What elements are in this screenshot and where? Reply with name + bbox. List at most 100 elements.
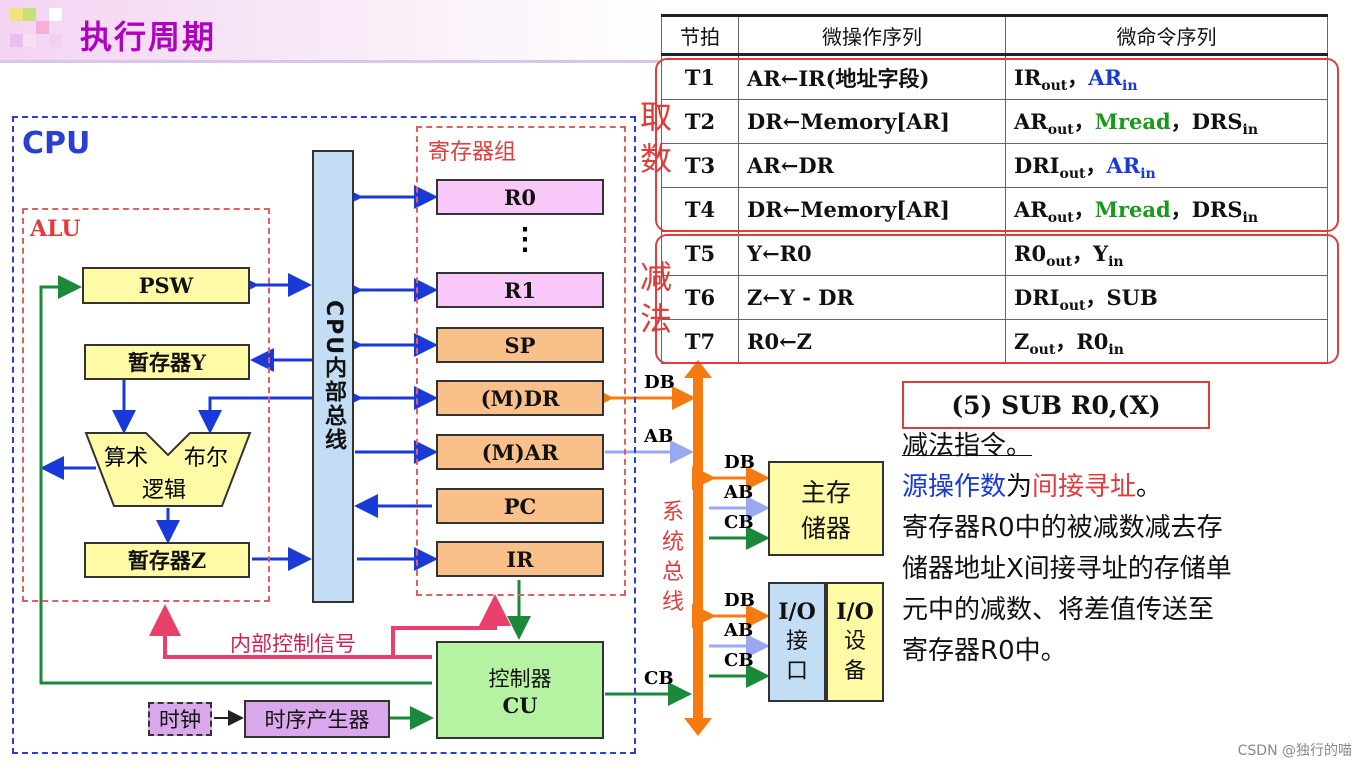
command-token: ，	[1067, 64, 1089, 90]
source-operand-text: 源操作数	[902, 472, 1007, 502]
command-token: ，	[1055, 328, 1077, 354]
period-text: 。	[1136, 472, 1163, 502]
command-subscript: out	[1041, 77, 1068, 94]
command-token: DRSin	[1191, 196, 1259, 226]
command-token: ，	[1073, 196, 1095, 222]
cpu-internal-bus-label: CPU内部总线	[321, 300, 346, 453]
alu-label: ALU	[30, 216, 81, 242]
title-mosaic-decoration	[0, 0, 80, 60]
temp-register-z: 暂存器Z	[84, 542, 250, 578]
fetch-phase-outline	[655, 58, 1339, 232]
command-token: ，	[1170, 108, 1192, 134]
command-subscript: out	[1059, 297, 1086, 314]
register-sp: SP	[436, 327, 604, 363]
micro-op-cell: AR←IR(地址字段)	[738, 54, 1006, 100]
io-interface-line2: 接	[785, 629, 808, 654]
title-underline	[0, 60, 660, 63]
micro-op-cell: Z←Y - DR	[738, 275, 1006, 320]
register-r1: R1	[436, 272, 604, 308]
command-token: DRIout	[1014, 152, 1086, 182]
command-subscript: in	[1108, 341, 1124, 358]
header-micro-ops: 微操作序列	[738, 14, 1006, 56]
command-subscript: in	[1140, 165, 1156, 182]
control-unit-abbr: CU	[502, 692, 538, 718]
micro-command-cell: ARout，Mread，DRSin	[1005, 187, 1328, 232]
ab-label-io: AB	[724, 620, 754, 641]
register-pc: PC	[436, 488, 604, 524]
register-group-label: 寄存器组	[428, 140, 517, 165]
control-unit: 控制器 CU	[436, 641, 604, 739]
instruction-description: 减法指令。 源操作数为间接寻址。 寄存器R0中的被减数减去存 储器地址X间接寻址…	[902, 426, 1352, 672]
fetch-phase-text: 取数	[640, 98, 673, 178]
command-token: Zout	[1014, 328, 1056, 358]
command-token: DRSin	[1191, 108, 1259, 138]
main-memory-line1: 主存	[800, 477, 851, 507]
system-bus-label: 系统总线	[662, 498, 692, 618]
command-token: ，	[1072, 240, 1094, 266]
cpu-internal-bus: CPU内部总线	[312, 150, 354, 603]
command-token: SUB	[1106, 284, 1158, 310]
title-banner	[0, 0, 660, 60]
register-group-boundary	[416, 126, 626, 596]
subtract-phase-label: 减法	[640, 256, 676, 340]
timing-generator: 时序产生器	[244, 700, 390, 738]
io-interface-line3: 口	[785, 659, 808, 684]
main-memory-line2: 储器	[800, 513, 851, 543]
db-label-io: DB	[724, 590, 755, 611]
io-device-line2: 设	[843, 629, 866, 654]
register-ellipsis: ⋮	[510, 222, 540, 257]
description-line-6: 寄存器R0中。	[902, 636, 1067, 666]
cpu-label: CPU	[22, 126, 91, 161]
description-line-2: 源操作数为间接寻址。	[902, 467, 1352, 508]
command-token: ARout	[1014, 108, 1074, 138]
command-subscript: out	[1047, 121, 1074, 138]
io-device: I/O 设 备	[826, 582, 884, 702]
command-token: ，	[1170, 196, 1192, 222]
cb-label-io: CB	[724, 650, 754, 671]
command-subscript: in	[1122, 77, 1138, 94]
command-token: ，	[1085, 284, 1107, 310]
step-cell: T6	[661, 275, 739, 320]
command-subscript: in	[1108, 253, 1124, 270]
description-line-1: 减法指令。	[902, 431, 1033, 461]
command-token: ARin	[1088, 64, 1138, 94]
micro-command-cell: IRout，ARin	[1005, 54, 1328, 100]
step-cell: T7	[661, 319, 739, 364]
cpu-boundary	[12, 116, 636, 754]
step-cell: T3	[661, 143, 739, 188]
control-unit-title: 控制器	[488, 666, 552, 691]
cb-label-cu: CB	[644, 668, 674, 689]
command-subscript: out	[1029, 341, 1056, 358]
command-subscript: out	[1046, 253, 1073, 270]
db-label-mem: DB	[724, 452, 755, 473]
register-mar: (M)AR	[436, 434, 604, 470]
register-r0: R0	[436, 179, 604, 215]
subtract-phase-text: 减法	[640, 258, 673, 338]
io-interface: I/O 接 口	[768, 582, 826, 702]
description-line-3: 寄存器R0中的被减数减去存	[902, 513, 1223, 543]
command-token: R0in	[1076, 328, 1124, 358]
header-step: 节拍	[661, 14, 739, 56]
command-subscript: in	[1242, 209, 1259, 226]
command-token: Yin	[1093, 240, 1124, 270]
page-title: 执行周期	[80, 18, 217, 56]
internal-control-signal-label: 内部控制信号	[230, 632, 356, 656]
step-cell: T5	[661, 231, 739, 276]
command-token: ，	[1085, 152, 1107, 178]
command-token: ARin	[1106, 152, 1156, 182]
description-line-5: 元中的减数、将差值传送至	[902, 595, 1215, 625]
watermark: CSDN @独行的喵	[1237, 743, 1352, 759]
step-cell: T1	[661, 54, 739, 100]
command-subscript: out	[1059, 165, 1086, 182]
command-token: ARout	[1014, 196, 1074, 226]
clock-box: 时钟	[148, 702, 212, 736]
io-interface-line1: I/O	[778, 599, 816, 625]
micro-op-cell: DR←Memory[AR]	[738, 187, 1006, 232]
command-subscript: out	[1047, 209, 1074, 226]
